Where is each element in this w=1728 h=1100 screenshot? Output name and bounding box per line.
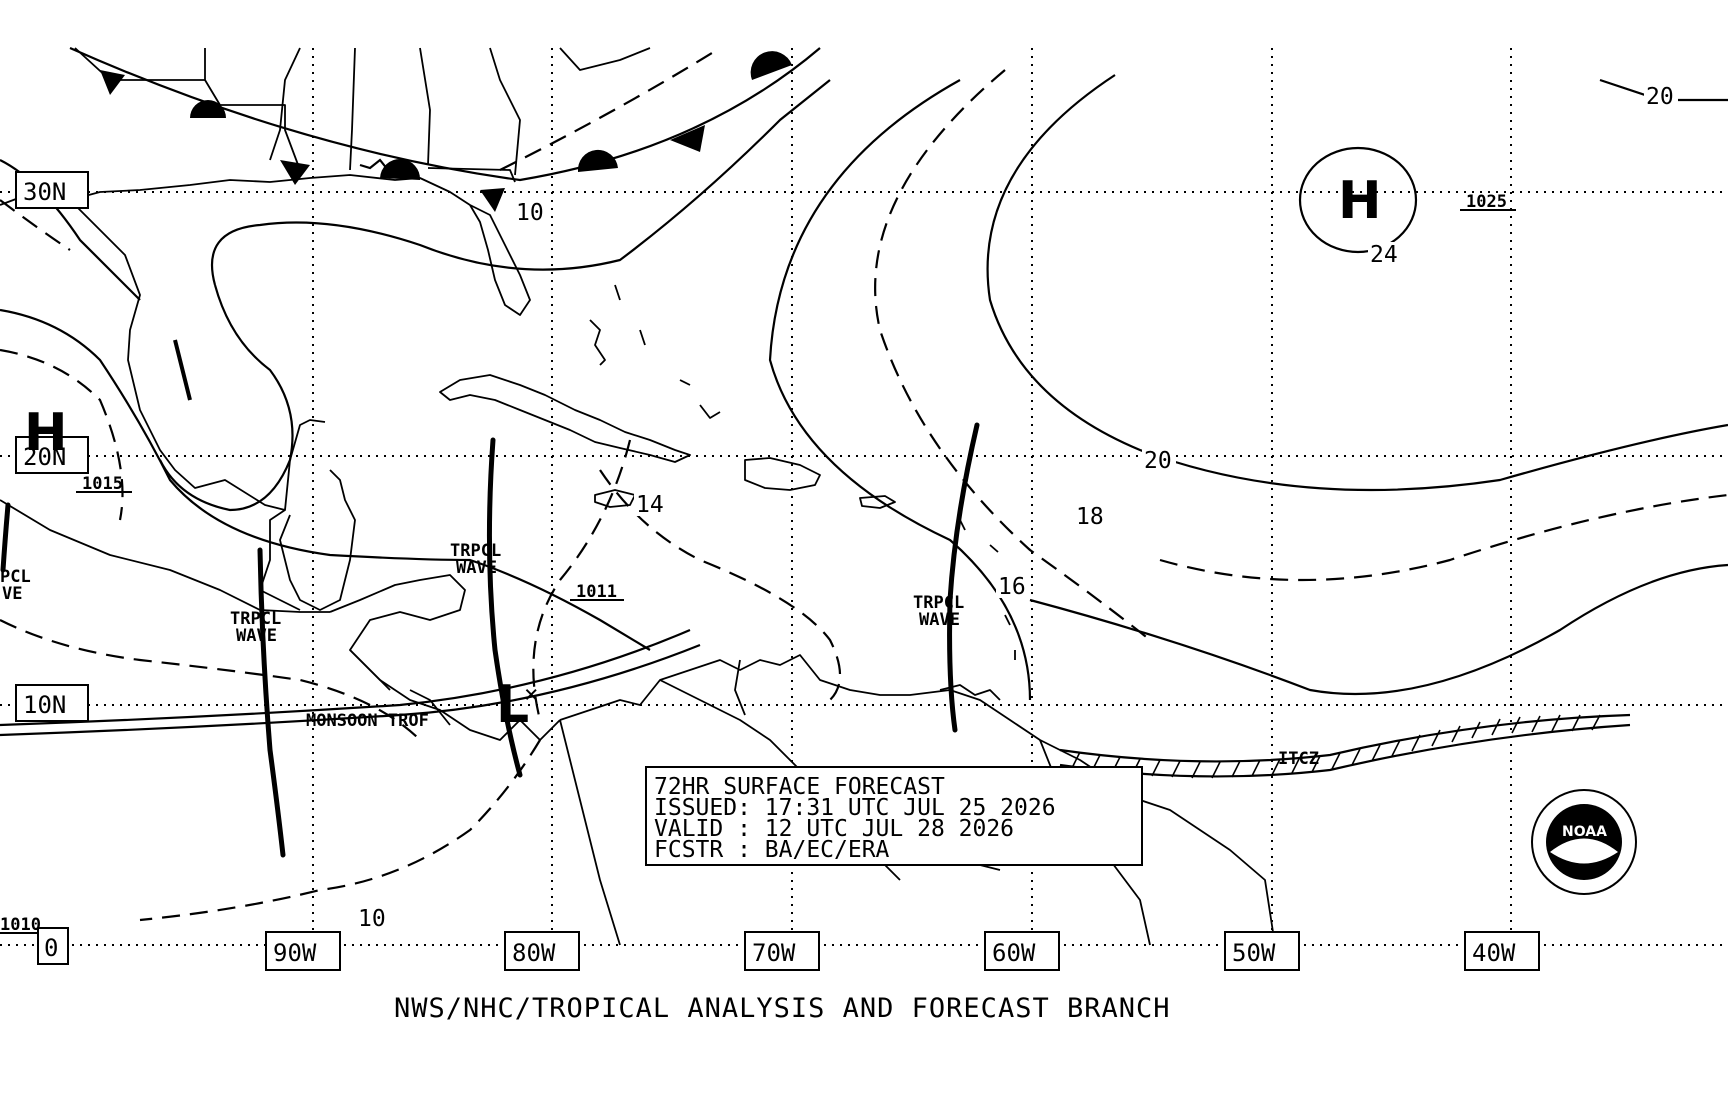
isobar-label-16: 16 (998, 574, 1026, 600)
wave-label-wave-80w: WAVE (456, 558, 497, 578)
monsoon-trough-label: MONSOON TROF (306, 711, 429, 731)
high-pressure-symbol: H (1338, 171, 1382, 231)
wave-label-trpcl-80w: TRPCL (450, 541, 501, 561)
isobar-label-20-ne: 20 (1646, 84, 1674, 110)
isobar-label-20: 20 (1144, 448, 1172, 474)
zero-box-label: 0 (44, 934, 58, 962)
info-line-product: 72HR SURFACE FORECAST (654, 774, 945, 800)
forecast-info-box: 72HR SURFACE FORECAST ISSUED: 17:31 UTC … (645, 766, 1143, 866)
longitude-labels: 90W 80W 70W 60W 50W 40W (265, 931, 1540, 971)
low-pressure-symbol: L (496, 675, 529, 735)
itcz-band (1059, 713, 1631, 779)
low-pressure-value: 1011 (576, 582, 617, 602)
wave-label-wave-60w: WAVE (919, 610, 960, 630)
lat-label-20n: 20N (23, 443, 66, 471)
footer-credit: NWS/NHC/TROPICAL ANALYSIS AND FORECAST B… (394, 993, 1171, 1024)
high-pressure-value-west: 1015 (82, 474, 123, 494)
isobar-labels: 20 24 10 14 20 18 16 10 (356, 84, 1678, 932)
info-line-valid: VALID : 12 UTC JUL 28 2026 (654, 816, 1014, 842)
low-center-mark: × (524, 680, 538, 708)
stationary-front (69, 46, 821, 212)
wave-label-trpcl-60w: TRPCL (913, 593, 964, 613)
wave-label-wave-west: VE (2, 584, 22, 604)
lon-label-50w: 50W (1232, 939, 1276, 967)
isobars (0, 47, 1728, 922)
info-line-issued: ISSUED: 17:31 UTC JUL 25 2026 (654, 795, 1056, 821)
lon-label-90w: 90W (273, 939, 317, 967)
isobar-label-18: 18 (1076, 504, 1104, 530)
isobar-label-10-gulf: 10 (516, 200, 544, 226)
lat-label-10n: 10N (23, 691, 66, 719)
feature-labels: TRPCL WAVE TRPCL WAVE TRPCL WAVE PCL VE … (0, 541, 1319, 769)
latitude-labels: 30N 20N 10N (15, 171, 89, 722)
noaa-logo-text: NOAA (1562, 824, 1607, 840)
lat-label-30n: 30N (23, 178, 66, 206)
isobar-label-14: 14 (636, 492, 664, 518)
lon-label-40w: 40W (1472, 939, 1516, 967)
isobar-label-24: 24 (1370, 242, 1398, 268)
wave-label-wave-90w: WAVE (236, 626, 277, 646)
tropical-waves (0, 422, 980, 858)
info-line-forecaster: FCSTR : BA/EC/ERA (654, 837, 890, 863)
wave-label-trpcl-90w: TRPCL (230, 609, 281, 629)
pressure-centers: H 1025 H 1015 L × 1011 1010 0 (0, 171, 1516, 965)
lon-label-70w: 70W (752, 939, 796, 967)
lon-label-60w: 60W (992, 939, 1036, 967)
pressure-value-1010: 1010 (0, 915, 41, 935)
lon-label-80w: 80W (512, 939, 556, 967)
noaa-logo: NOAA (1531, 789, 1637, 895)
wave-label-trpcl-west: PCL (0, 567, 31, 587)
isobar-label-10-south: 10 (358, 906, 386, 932)
high-pressure-value: 1025 (1466, 192, 1507, 212)
high-pressure-symbol-west: H (24, 403, 68, 463)
itcz-label: ITCZ (1278, 749, 1319, 769)
